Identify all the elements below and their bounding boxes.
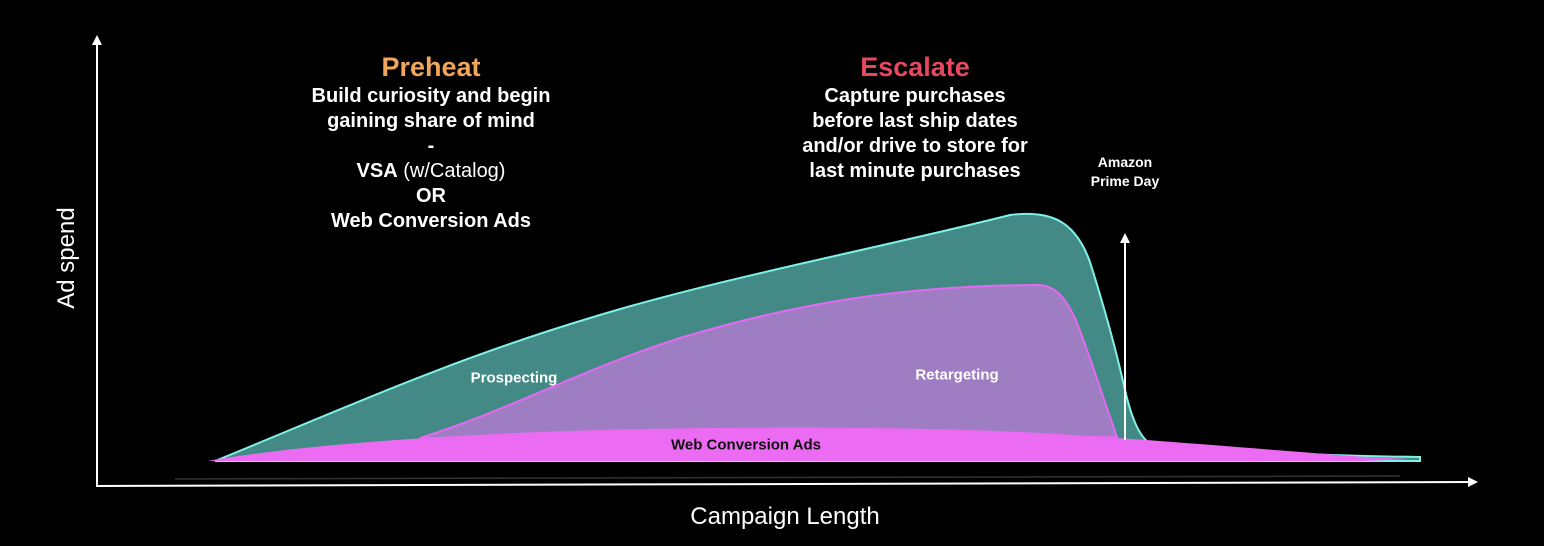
x-axis-label: Campaign Length <box>690 503 880 530</box>
vsa-label: VSA <box>356 160 398 182</box>
escalate-line-1: Capture purchases <box>824 85 1006 107</box>
escalate-title: Escalate <box>860 52 970 82</box>
web-conversion-area <box>208 427 1410 461</box>
baseline-line <box>174 475 1401 480</box>
escalate-line-3: and/or drive to store for <box>802 135 1028 157</box>
escalate-phase: Escalate Capture purchases before last s… <box>760 50 1070 184</box>
x-axis <box>96 477 1478 488</box>
retargeting-label: Retargeting <box>915 366 999 384</box>
y-axis-label: Ad spend <box>53 207 80 309</box>
prime-day-marker-label: Amazon Prime Day <box>1091 153 1159 191</box>
preheat-line-1: Build curiosity and begin <box>311 85 551 107</box>
retargeting-area <box>419 283 1119 439</box>
preheat-line-6: Web Conversion Ads <box>330 210 532 232</box>
prime-day-line-1: Amazon <box>1097 154 1153 170</box>
prospecting-label: Prospecting <box>470 369 558 387</box>
preheat-line-4: VSA (w/Catalog) <box>271 159 591 184</box>
web-conversion-label: Web Conversion Ads <box>670 436 822 454</box>
preheat-line-3: - <box>427 135 435 157</box>
vsa-detail: (w/Catalog) <box>397 160 506 182</box>
preheat-line-2: gaining share of mind <box>327 110 535 132</box>
preheat-phase: Preheat Build curiosity and begin gainin… <box>271 50 591 234</box>
escalate-line-4: last minute purchases <box>809 160 1021 182</box>
escalate-line-2: before last ship dates <box>812 110 1018 132</box>
preheat-title: Preheat <box>381 52 481 82</box>
preheat-line-5: OR <box>416 185 446 207</box>
prime-day-line-2: Prime Day <box>1090 173 1160 189</box>
